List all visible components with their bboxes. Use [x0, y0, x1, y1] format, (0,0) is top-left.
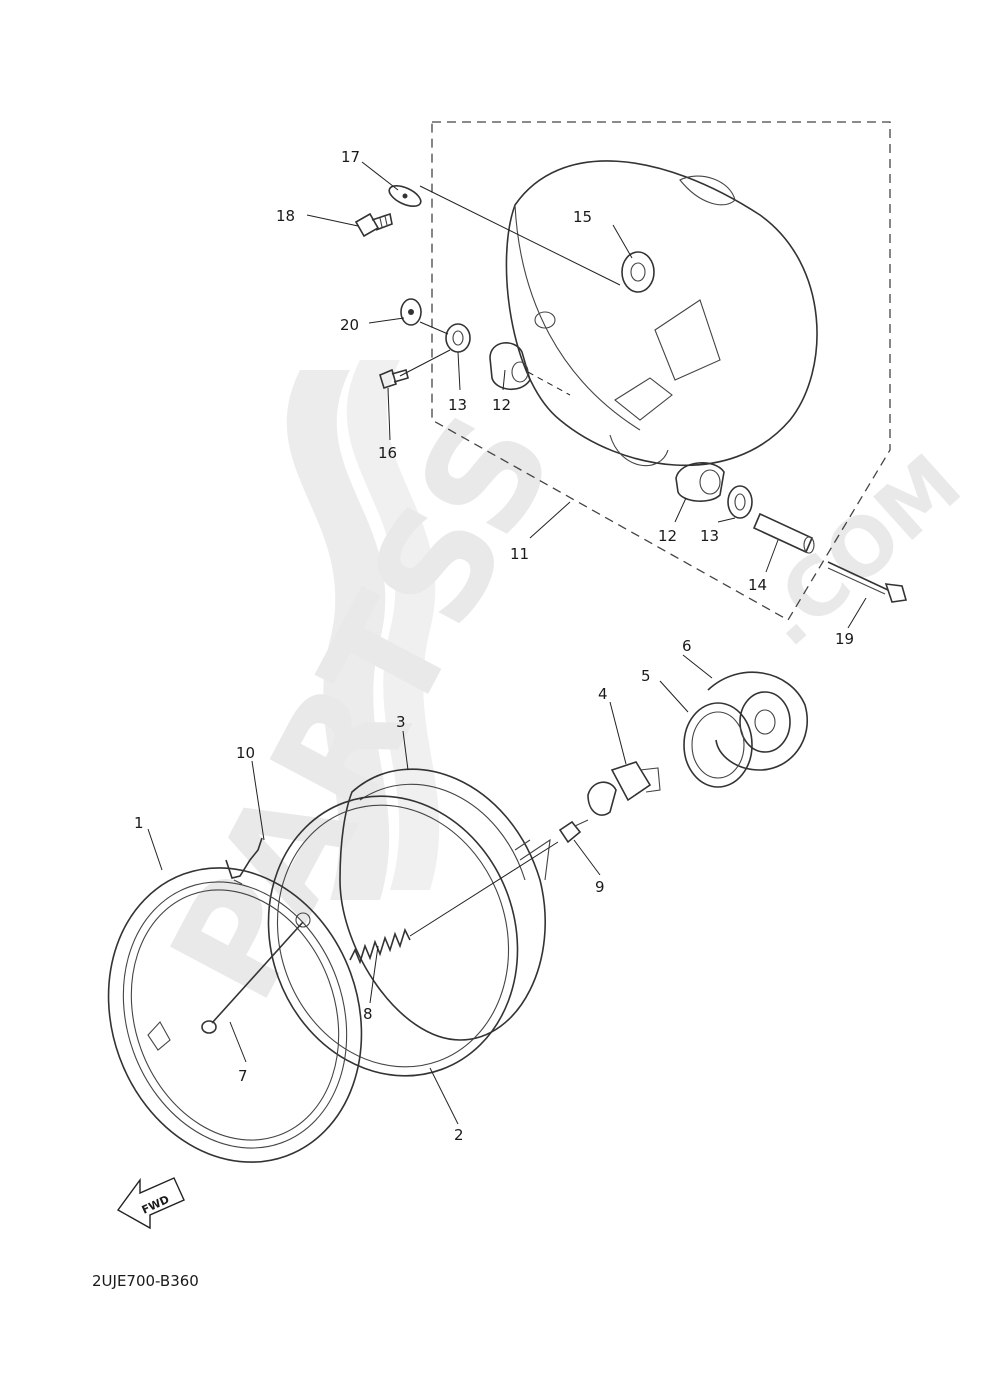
collar-12-bottom	[675, 462, 725, 502]
clip-10	[225, 837, 263, 885]
callout-13-top: 13	[448, 396, 467, 414]
callout-17: 17	[341, 148, 360, 166]
watermark: PARTSS .COM	[138, 360, 979, 1027]
callout-2: 2	[454, 1126, 464, 1144]
fwd-arrow: FWD	[116, 1177, 185, 1230]
bolt-19	[827, 561, 908, 603]
callout-16: 16	[378, 444, 397, 462]
screw-16	[379, 368, 409, 390]
socket-cover-6	[707, 671, 808, 771]
washer-17	[388, 184, 422, 208]
watermark-brand: PARTSS	[138, 387, 589, 1027]
damper-13-top	[445, 323, 471, 353]
callout-leaders	[147, 161, 867, 1125]
rim-2	[267, 795, 519, 1077]
callout-10: 10	[236, 744, 255, 762]
headlight-housing	[505, 160, 818, 467]
spring-8	[349, 841, 559, 965]
callout-14: 14	[748, 576, 767, 594]
callout-9: 9	[595, 878, 605, 896]
headlight-rim-1	[107, 867, 363, 1163]
damper-13-bottom	[727, 485, 753, 519]
callout-3: 3	[396, 713, 406, 731]
grommet-15	[621, 251, 655, 293]
callout-12-top: 12	[492, 396, 511, 414]
callout-1: 1	[134, 814, 144, 832]
callout-15: 15	[573, 208, 592, 226]
housing-group-boundary	[431, 121, 891, 621]
collar-14	[752, 512, 815, 554]
callout-11: 11	[510, 545, 529, 563]
bulb-9	[558, 819, 589, 844]
bolt-18	[354, 212, 393, 238]
screw-7	[201, 921, 304, 1034]
callout-4: 4	[598, 685, 608, 703]
callout-6: 6	[682, 637, 692, 655]
callout-5: 5	[641, 667, 651, 685]
callout-12-bottom: 12	[658, 527, 677, 545]
callout-8: 8	[363, 1005, 373, 1023]
bulb-cover-5	[683, 702, 753, 788]
watermark-suffix: .COM	[740, 437, 978, 665]
washer-20	[400, 298, 422, 326]
callout-13-bottom: 13	[700, 527, 719, 545]
callout-labels: 17 18 15 20 13 12 16 11 12 13 14 19 6 5 …	[134, 148, 854, 1144]
callout-7: 7	[238, 1067, 248, 1085]
bulb-4	[587, 761, 661, 816]
callout-20: 20	[340, 316, 359, 334]
callout-18: 18	[276, 207, 295, 225]
diagram-code: 2UJE700-B360	[92, 1272, 199, 1290]
callout-19: 19	[835, 630, 854, 648]
